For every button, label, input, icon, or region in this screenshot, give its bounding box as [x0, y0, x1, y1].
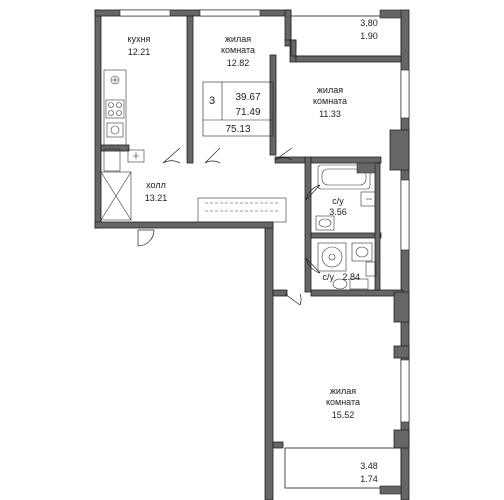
area-summary-box — [202, 81, 274, 137]
hall-fixtures — [100, 171, 287, 223]
balconies — [284, 15, 402, 489]
room-name-bath2: с/у — [322, 272, 334, 282]
area-living: 39.67 — [235, 92, 260, 103]
room-name-2-line1: жилая — [317, 85, 343, 95]
room-area-1: 12.82 — [227, 58, 250, 68]
room-name-kitchen: кухня — [128, 34, 151, 44]
room-area-2: 11.33 — [319, 109, 341, 119]
bathroom-fixtures — [315, 162, 377, 290]
windows — [119, 9, 410, 423]
room-name-bath1: с/у — [332, 196, 344, 206]
balcony-1-area-reduced: 1.90 — [360, 31, 378, 41]
doors — [137, 147, 321, 306]
room-name-2-line2: комната — [313, 96, 347, 106]
room-area-bath2: 2.84 — [342, 272, 360, 282]
kitchen-fixtures — [103, 69, 145, 172]
room-name-1-line1: жилая — [225, 34, 251, 44]
room-area-kitchen: 12.21 — [128, 47, 151, 57]
room-area-hall: 13.21 — [145, 193, 168, 203]
room-name-1-line2: комната — [221, 45, 255, 55]
balcony-2-area-reduced: 1.74 — [360, 474, 378, 484]
rooms-count: 3 — [209, 95, 215, 107]
area-total-no-balcony: 71.49 — [235, 107, 260, 118]
balcony-2-area-full: 3.48 — [360, 461, 378, 471]
room-name-3-line1: жилая — [330, 386, 356, 396]
room-name-3-line2: комната — [326, 397, 360, 407]
walls — [94, 9, 410, 500]
area-total: 75.13 — [225, 124, 250, 135]
balcony-1-area-full: 3.80 — [360, 18, 378, 28]
room-area-3: 15.52 — [332, 410, 355, 420]
room-name-hall: холл — [146, 180, 166, 190]
room-area-bath1: 3.56 — [329, 207, 347, 217]
